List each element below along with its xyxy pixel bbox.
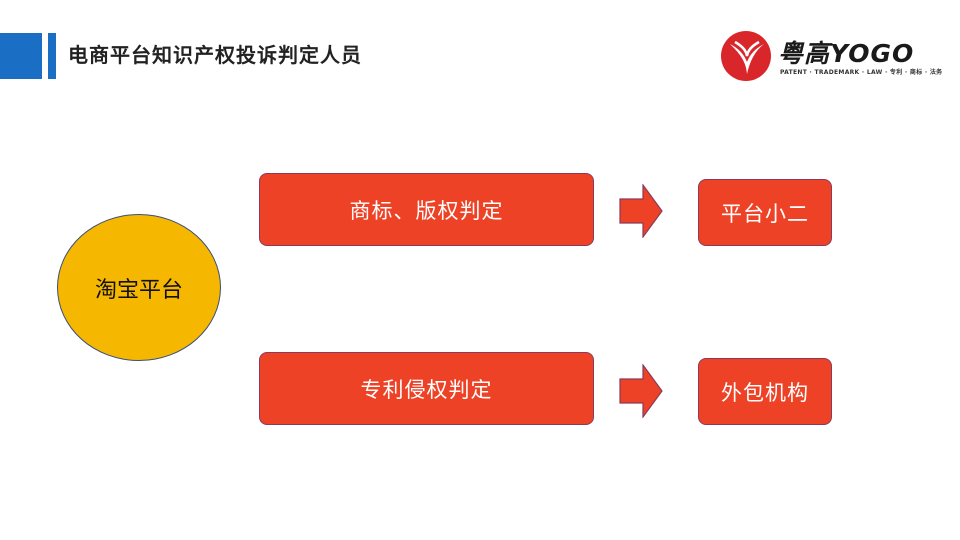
- company-logo: 粤高YOGO PATENT · TRADEMARK · LAW · 专利 · 商…: [720, 30, 942, 82]
- handler-box-platform-staff: 平台小二: [698, 179, 832, 246]
- logo-name: 粤高YOGO: [778, 39, 915, 68]
- header-accent-bar: [0, 33, 42, 79]
- right-arrow-icon: [619, 364, 663, 418]
- judgment-label: 商标、版权判定: [349, 198, 504, 223]
- handler-label: 外包机构: [721, 380, 809, 405]
- page-title: 电商平台知识产权投诉判定人员: [68, 43, 362, 67]
- judgment-box-trademark-copyright: 商标、版权判定: [259, 173, 594, 246]
- handler-label: 平台小二: [721, 201, 809, 226]
- logo-tagline: PATENT · TRADEMARK · LAW · 专利 · 商标 · 法务: [780, 69, 943, 76]
- source-platform-label: 淘宝平台: [94, 277, 183, 303]
- logo-mark-icon: [721, 31, 771, 81]
- source-platform-node: 淘宝平台: [57, 214, 221, 361]
- handler-box-outsourced-agency: 外包机构: [698, 358, 832, 425]
- right-arrow-icon: [619, 184, 663, 238]
- judgment-label: 专利侵权判定: [360, 377, 493, 402]
- header-accent-stripe: [48, 33, 56, 79]
- judgment-box-patent: 专利侵权判定: [259, 352, 594, 425]
